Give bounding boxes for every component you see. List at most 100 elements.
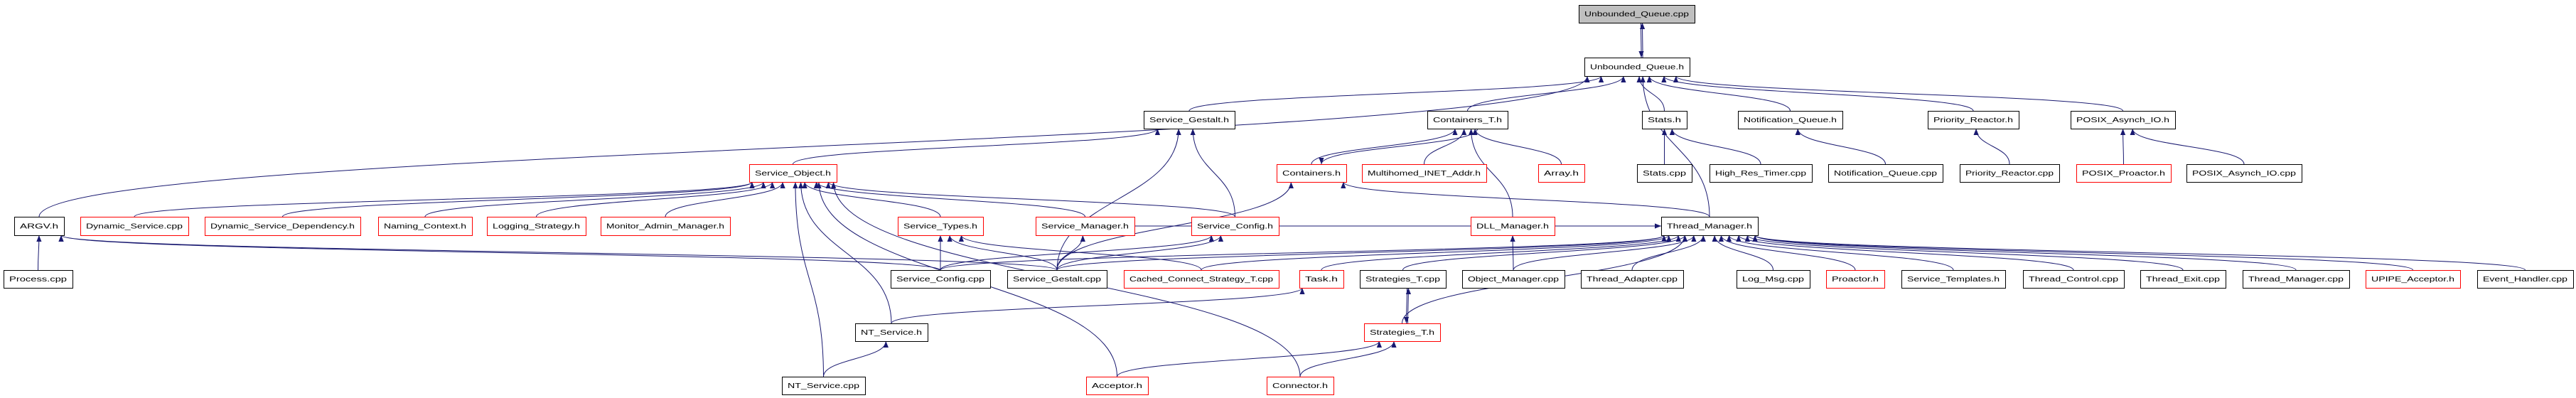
node-sg-cpp[interactable]: Service_Gestalt.cpp	[1007, 270, 1107, 289]
node-box[interactable]	[1360, 270, 1447, 289]
node-stats-cpp[interactable]: Stats.cpp	[1637, 164, 1692, 183]
node-box[interactable]	[1086, 377, 1149, 395]
node-box[interactable]	[749, 164, 837, 183]
node-box[interactable]	[855, 323, 928, 342]
node-te-cpp[interactable]: Thread_Exit.cpp	[2140, 270, 2226, 289]
node-box[interactable]	[1538, 164, 1585, 183]
node-ccs-cpp[interactable]: Cached_Connect_Strategy_T.cpp	[1124, 270, 1279, 289]
node-mam-h[interactable]: Monitor_Admin_Manager.h	[601, 217, 731, 236]
node-box[interactable]	[1737, 270, 1810, 289]
node-tm-h[interactable]: Thread_Manager.h	[1661, 217, 1759, 236]
node-box[interactable]	[898, 217, 984, 236]
node-box[interactable]	[1427, 111, 1508, 129]
node-box[interactable]	[2477, 270, 2574, 289]
node-ls-h[interactable]: Logging_Strategy.h	[487, 217, 586, 236]
node-tc-cpp[interactable]: Thread_Control.cpp	[2023, 270, 2125, 289]
node-box[interactable]	[1826, 270, 1885, 289]
node-box[interactable]	[2140, 270, 2226, 289]
node-lm-cpp[interactable]: Log_Msg.cpp	[1737, 270, 1810, 289]
node-box[interactable]	[2186, 164, 2302, 183]
node-box[interactable]	[1928, 111, 2019, 129]
node-pp-h[interactable]: POSIX_Proactor.h	[2076, 164, 2172, 183]
node-pa-cpp[interactable]: POSIX_Asynch_IO.cpp	[2186, 164, 2302, 183]
node-box[interactable]	[1267, 377, 1334, 395]
node-nq-h[interactable]: Notification_Queue.h	[1738, 111, 1843, 129]
node-tm-cpp[interactable]: Thread_Manager.cpp	[2243, 270, 2350, 289]
node-ds-cpp[interactable]: Dynamic_Service.cpp	[80, 217, 189, 236]
node-box[interactable]	[1581, 270, 1684, 289]
node-ta-cpp[interactable]: Thread_Adapter.cpp	[1581, 270, 1684, 289]
node-box[interactable]	[1191, 217, 1279, 236]
node-upipe-h[interactable]: UPIPE_Acceptor.h	[2366, 270, 2461, 289]
node-box[interactable]	[1364, 323, 1441, 342]
node-nts-h[interactable]: NT_Service.h	[855, 323, 928, 342]
node-sm-h[interactable]: Service_Manager.h	[1036, 217, 1135, 236]
node-ct-h[interactable]: Containers_T.h	[1427, 111, 1508, 129]
node-box[interactable]	[1960, 164, 2060, 183]
node-str-cpp[interactable]: Strategies_T.cpp	[1360, 270, 1447, 289]
node-box[interactable]	[1661, 217, 1759, 236]
node-conn-h[interactable]: Connector.h	[1267, 377, 1334, 395]
node-box[interactable]	[487, 217, 586, 236]
node-process-cpp[interactable]: Process.cpp	[4, 270, 73, 289]
node-nq-cpp[interactable]: Notification_Queue.cpp	[1828, 164, 1943, 183]
node-pr-h[interactable]: Priority_Reactor.h	[1928, 111, 2019, 129]
node-box[interactable]	[1362, 164, 1487, 183]
node-box[interactable]	[2076, 164, 2172, 183]
node-box[interactable]	[1901, 270, 2006, 289]
node-uq-h[interactable]: Unbounded_Queue.h	[1584, 58, 1690, 77]
node-box[interactable]	[14, 217, 65, 236]
node-box[interactable]	[601, 217, 731, 236]
node-box[interactable]	[80, 217, 189, 236]
node-box[interactable]	[1738, 111, 1843, 129]
node-pr-cpp[interactable]: Priority_Reactor.cpp	[1960, 164, 2060, 183]
node-dll-h[interactable]: DLL_Manager.h	[1471, 217, 1555, 236]
node-box[interactable]	[782, 377, 866, 395]
node-box[interactable]	[1710, 164, 1813, 183]
node-pa-h[interactable]: POSIX_Asynch_IO.h	[2071, 111, 2176, 129]
node-box[interactable]	[1036, 217, 1135, 236]
node-mia-h[interactable]: Multihomed_INET_Addr.h	[1362, 164, 1487, 183]
node-box[interactable]	[1828, 164, 1943, 183]
node-box[interactable]	[1584, 58, 1690, 77]
node-task-h[interactable]: Task.h	[1299, 270, 1344, 289]
node-box[interactable]	[891, 270, 991, 289]
node-eh-cpp[interactable]: Event_Handler.cpp	[2477, 270, 2574, 289]
node-stpl-h[interactable]: Service_Templates.h	[1901, 270, 2006, 289]
node-sc-h[interactable]: Service_Config.h	[1191, 217, 1279, 236]
node-box[interactable]	[1637, 164, 1692, 183]
node-stats-h[interactable]: Stats.h	[1642, 111, 1687, 129]
node-box[interactable]	[2071, 111, 2176, 129]
node-box[interactable]	[1299, 270, 1344, 289]
node-box[interactable]	[2366, 270, 2461, 289]
node-box[interactable]	[2243, 270, 2350, 289]
node-acc-h[interactable]: Acceptor.h	[1086, 377, 1149, 395]
node-cont-h[interactable]: Containers.h	[1277, 164, 1347, 183]
node-box[interactable]	[4, 270, 73, 289]
node-array-h[interactable]: Array.h	[1538, 164, 1585, 183]
node-uq-cpp[interactable]: Unbounded_Queue.cpp	[1579, 5, 1695, 23]
node-box[interactable]	[1124, 270, 1279, 289]
node-dsd-h[interactable]: Dynamic_Service_Dependency.h	[205, 217, 361, 236]
node-box[interactable]	[1277, 164, 1347, 183]
node-strt-h[interactable]: Strategies_T.h	[1364, 323, 1441, 342]
node-nts-cpp[interactable]: NT_Service.cpp	[782, 377, 866, 395]
node-hrt-cpp[interactable]: High_Res_Timer.cpp	[1710, 164, 1813, 183]
node-sg-h[interactable]: Service_Gestalt.h	[1144, 111, 1235, 129]
node-box[interactable]	[1007, 270, 1107, 289]
node-box[interactable]	[378, 217, 473, 236]
node-box[interactable]	[1144, 111, 1235, 129]
node-sc-cpp[interactable]: Service_Config.cpp	[891, 270, 991, 289]
node-so-h[interactable]: Service_Object.h	[749, 164, 837, 183]
node-box[interactable]	[1579, 5, 1695, 23]
node-box[interactable]	[1642, 111, 1687, 129]
node-om-cpp[interactable]: Object_Manager.cpp	[1462, 270, 1565, 289]
node-nc-h[interactable]: Naming_Context.h	[378, 217, 473, 236]
node-box[interactable]	[2023, 270, 2125, 289]
node-box[interactable]	[205, 217, 361, 236]
node-proactor-h[interactable]: Proactor.h	[1826, 270, 1885, 289]
node-box[interactable]	[1462, 270, 1565, 289]
node-argv-h[interactable]: ARGV.h	[14, 217, 65, 236]
node-box[interactable]	[1471, 217, 1555, 236]
node-st-h[interactable]: Service_Types.h	[898, 217, 984, 236]
